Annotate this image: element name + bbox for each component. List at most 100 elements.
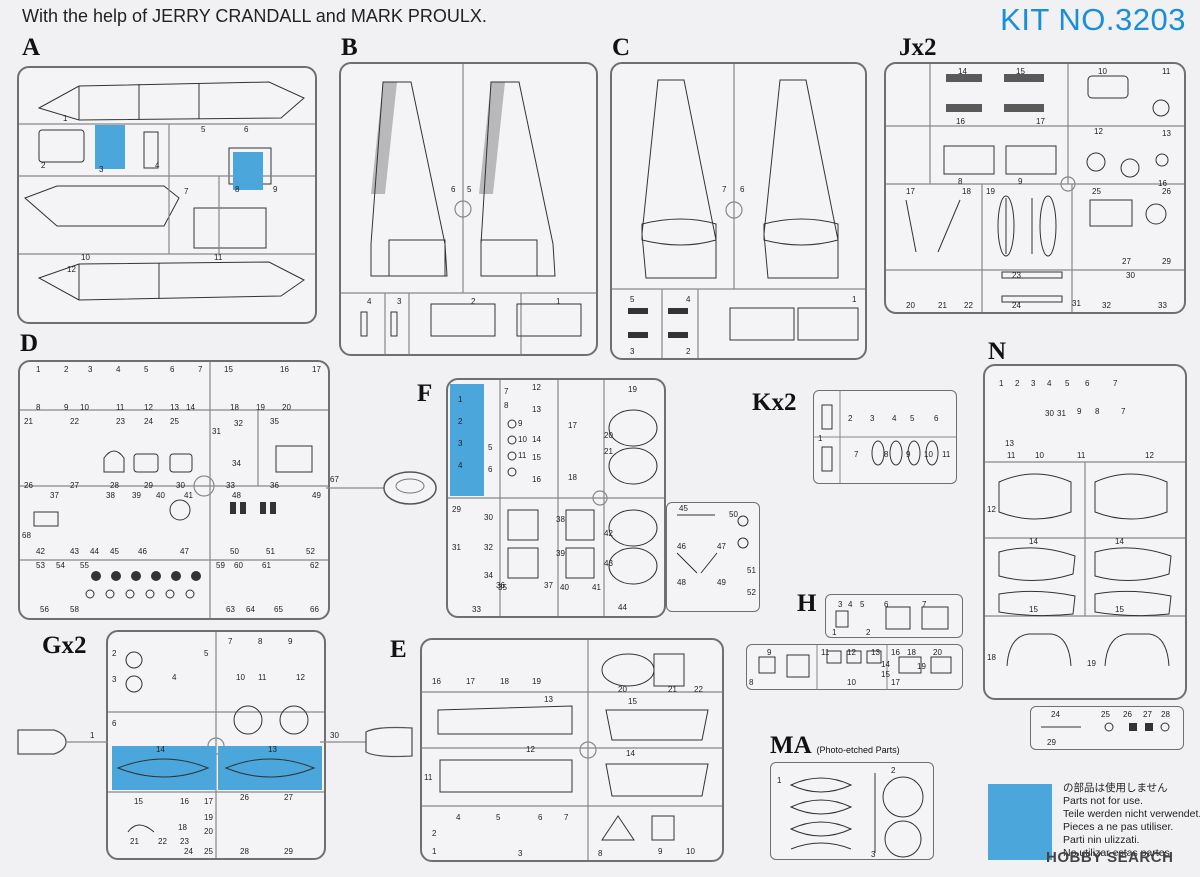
- svg-text:13: 13: [268, 745, 277, 754]
- svg-text:10: 10: [1035, 451, 1044, 460]
- svg-text:5: 5: [496, 813, 501, 822]
- svg-text:21: 21: [938, 301, 947, 310]
- svg-text:18: 18: [962, 187, 971, 196]
- svg-text:16: 16: [280, 365, 289, 374]
- svg-text:16: 16: [532, 475, 541, 484]
- svg-text:18: 18: [230, 403, 239, 412]
- svg-text:7: 7: [504, 387, 509, 396]
- svg-text:4: 4: [848, 600, 853, 609]
- svg-text:19: 19: [986, 187, 995, 196]
- svg-text:27: 27: [70, 481, 79, 490]
- svg-text:2: 2: [471, 297, 476, 306]
- svg-text:6: 6: [740, 185, 745, 194]
- svg-text:6: 6: [244, 125, 249, 134]
- svg-text:42: 42: [604, 529, 613, 538]
- svg-text:15: 15: [532, 453, 541, 462]
- svg-text:15: 15: [881, 670, 890, 679]
- sprue-label-a: A: [22, 34, 41, 61]
- svg-text:27: 27: [1122, 257, 1131, 266]
- not-for-use-legend: の部品は使用しません Parts not for use. Teile werd…: [1063, 782, 1200, 860]
- svg-text:5: 5: [860, 600, 865, 609]
- svg-text:12: 12: [987, 505, 996, 514]
- svg-text:14: 14: [1115, 537, 1124, 546]
- svg-text:4: 4: [172, 673, 177, 682]
- sprue-label-f: F: [417, 380, 433, 407]
- svg-text:18: 18: [907, 648, 916, 657]
- svg-text:10: 10: [236, 673, 245, 682]
- svg-text:3: 3: [1031, 379, 1036, 388]
- svg-text:9: 9: [658, 847, 663, 856]
- svg-text:36: 36: [496, 581, 505, 590]
- sprue-label-j: Jx2: [899, 34, 937, 61]
- svg-text:51: 51: [747, 566, 756, 575]
- svg-text:6: 6: [488, 465, 493, 474]
- svg-text:25: 25: [1101, 710, 1110, 719]
- svg-text:6: 6: [112, 719, 117, 728]
- svg-text:3: 3: [112, 675, 117, 684]
- svg-text:6: 6: [538, 813, 543, 822]
- svg-text:31: 31: [1072, 299, 1081, 308]
- svg-text:47: 47: [180, 547, 189, 556]
- svg-text:28: 28: [1161, 710, 1170, 719]
- svg-text:7: 7: [1113, 379, 1118, 388]
- svg-text:17: 17: [568, 421, 577, 430]
- svg-text:2: 2: [458, 417, 463, 426]
- svg-text:12: 12: [1094, 127, 1103, 136]
- svg-text:18: 18: [568, 473, 577, 482]
- svg-text:65: 65: [274, 605, 283, 614]
- svg-text:5: 5: [1065, 379, 1070, 388]
- svg-text:5: 5: [204, 649, 209, 658]
- svg-text:56: 56: [40, 605, 49, 614]
- svg-text:20: 20: [618, 685, 627, 694]
- svg-text:10: 10: [1098, 67, 1107, 76]
- svg-text:8: 8: [598, 849, 603, 858]
- svg-text:11: 11: [214, 253, 223, 262]
- svg-text:62: 62: [310, 561, 319, 570]
- sprue-label-h: H: [797, 590, 817, 617]
- svg-text:3: 3: [99, 165, 104, 174]
- svg-text:30: 30: [1045, 409, 1054, 418]
- svg-text:7: 7: [228, 637, 233, 646]
- sprue-label-e: E: [390, 636, 407, 663]
- sprue-label-d: D: [20, 330, 39, 357]
- svg-text:5: 5: [467, 185, 472, 194]
- svg-text:22: 22: [70, 417, 79, 426]
- svg-text:15: 15: [628, 697, 637, 706]
- svg-text:53: 53: [36, 561, 45, 570]
- svg-text:47: 47: [717, 542, 726, 551]
- svg-text:11: 11: [1162, 67, 1171, 76]
- svg-text:20: 20: [604, 431, 613, 440]
- svg-text:54: 54: [56, 561, 65, 570]
- svg-text:22: 22: [158, 837, 167, 846]
- svg-text:19: 19: [532, 677, 541, 686]
- svg-text:32: 32: [1102, 301, 1111, 310]
- svg-text:21: 21: [668, 685, 677, 694]
- svg-text:2: 2: [1015, 379, 1020, 388]
- svg-text:3: 3: [838, 600, 843, 609]
- svg-text:17: 17: [312, 365, 321, 374]
- svg-text:38: 38: [556, 515, 565, 524]
- svg-text:3: 3: [518, 849, 523, 858]
- svg-text:48: 48: [677, 578, 686, 587]
- svg-text:14: 14: [1029, 537, 1038, 546]
- svg-text:12: 12: [144, 403, 153, 412]
- svg-text:9: 9: [273, 185, 278, 194]
- svg-text:30: 30: [484, 513, 493, 522]
- svg-text:1: 1: [458, 395, 463, 404]
- svg-text:2: 2: [112, 649, 117, 658]
